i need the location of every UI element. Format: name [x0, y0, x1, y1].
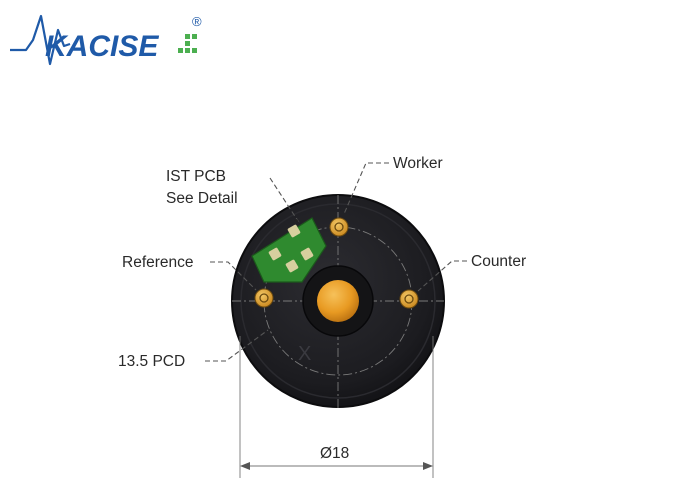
ist-pcb-leader: [269, 177, 301, 225]
reference-pin: [254, 288, 274, 308]
logo-green-dot: [185, 48, 190, 53]
worker-leader: [343, 162, 389, 215]
registered-mark: ®: [192, 14, 202, 29]
reference-label: Reference: [122, 254, 194, 271]
logo-green-dot: [185, 34, 190, 39]
see-detail-label: See Detail: [166, 190, 238, 207]
logo-green-dot: [178, 48, 183, 53]
diameter-label: Ø18: [320, 445, 349, 462]
counter-label: Counter: [471, 253, 526, 270]
counter-leader: [417, 260, 467, 292]
logo-green-dot: [192, 34, 197, 39]
right-dimension-arrow: [423, 462, 433, 470]
center-terminal: [302, 265, 374, 337]
pcd-leader: [205, 329, 269, 362]
kacise-logo: KACISE ®: [10, 14, 202, 66]
left-dimension-arrow: [240, 462, 250, 470]
worker-pin: [329, 217, 349, 237]
pcd-label: 13.5 PCD: [118, 353, 185, 370]
logo-wave-icon: [10, 14, 71, 66]
x-mark: X: [298, 343, 311, 365]
ist-pcb: [251, 217, 327, 283]
ist-pcb-arrow: [294, 219, 300, 224]
logo-green-dot: [185, 41, 190, 46]
worker-label: Worker: [393, 155, 443, 172]
logo-text: KACISE: [45, 30, 159, 63]
reference-leader: [210, 261, 257, 291]
ist-pcb-label: IST PCB: [166, 168, 226, 185]
logo-green-dot: [192, 48, 197, 53]
counter-pin: [399, 289, 419, 309]
